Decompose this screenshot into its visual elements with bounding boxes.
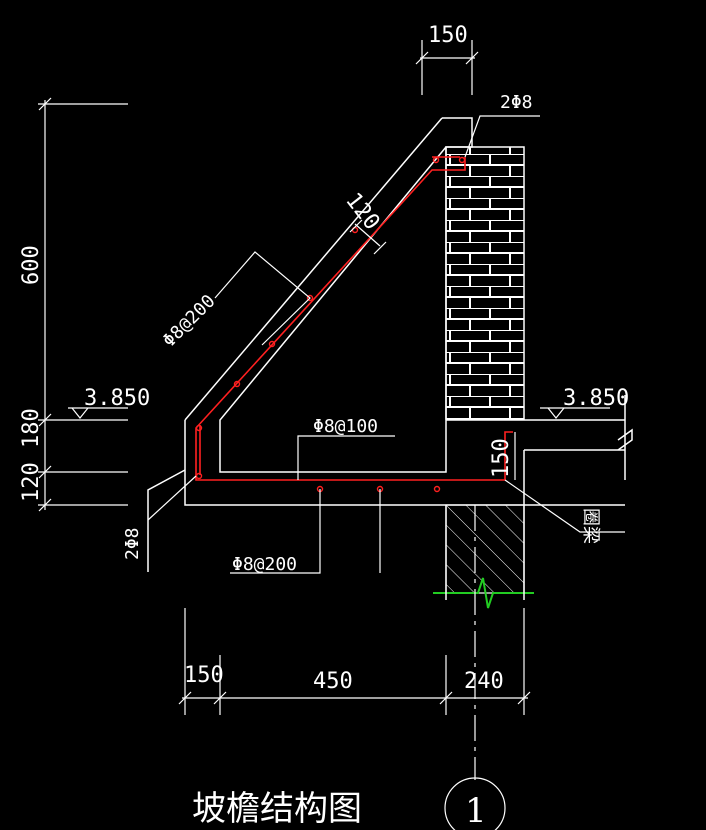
dim-height-600: 600 xyxy=(19,245,44,285)
label-left-bars: 2Φ8 xyxy=(122,527,143,560)
break-line xyxy=(433,577,534,609)
label-horizontal-bars: Φ8@100 xyxy=(313,416,378,437)
elevation-right: 3.850 xyxy=(563,386,629,411)
detail-number: 1 xyxy=(465,791,487,830)
concrete-wall-section xyxy=(445,504,525,594)
label-slope-bars: Φ8@200 xyxy=(159,291,220,352)
eave-outline xyxy=(147,117,633,600)
dim-height-120: 120 xyxy=(19,462,44,502)
rebar-labels: 2Φ8 Φ8@200 Φ8@100 Φ8@200 2Φ8 圈梁 xyxy=(122,92,601,575)
elevation-labels: 3.850 3.850 xyxy=(84,386,629,411)
dim-bottom-150: 150 xyxy=(184,663,224,688)
leader-lines xyxy=(147,115,625,574)
drawing-title: 坡檐结构图 xyxy=(192,789,362,829)
label-bottom-bars: Φ8@200 xyxy=(232,554,297,575)
title-block: 坡檐结构图 1 xyxy=(192,789,487,830)
dimension-lines xyxy=(38,40,610,830)
elevation-left: 3.850 xyxy=(84,386,150,411)
dim-beam-150: 150 xyxy=(489,438,514,478)
dim-bottom-450: 450 xyxy=(313,669,353,694)
label-ring-beam: 圈梁 xyxy=(580,508,601,544)
dim-slope-120: 120 xyxy=(340,188,384,235)
dim-height-180: 180 xyxy=(19,408,44,448)
dim-bottom-240: 240 xyxy=(464,669,504,694)
dim-top-150: 150 xyxy=(428,23,468,48)
rebar-dots xyxy=(195,156,466,493)
brick-wall xyxy=(445,146,525,420)
label-top-bars: 2Φ8 xyxy=(500,92,533,113)
